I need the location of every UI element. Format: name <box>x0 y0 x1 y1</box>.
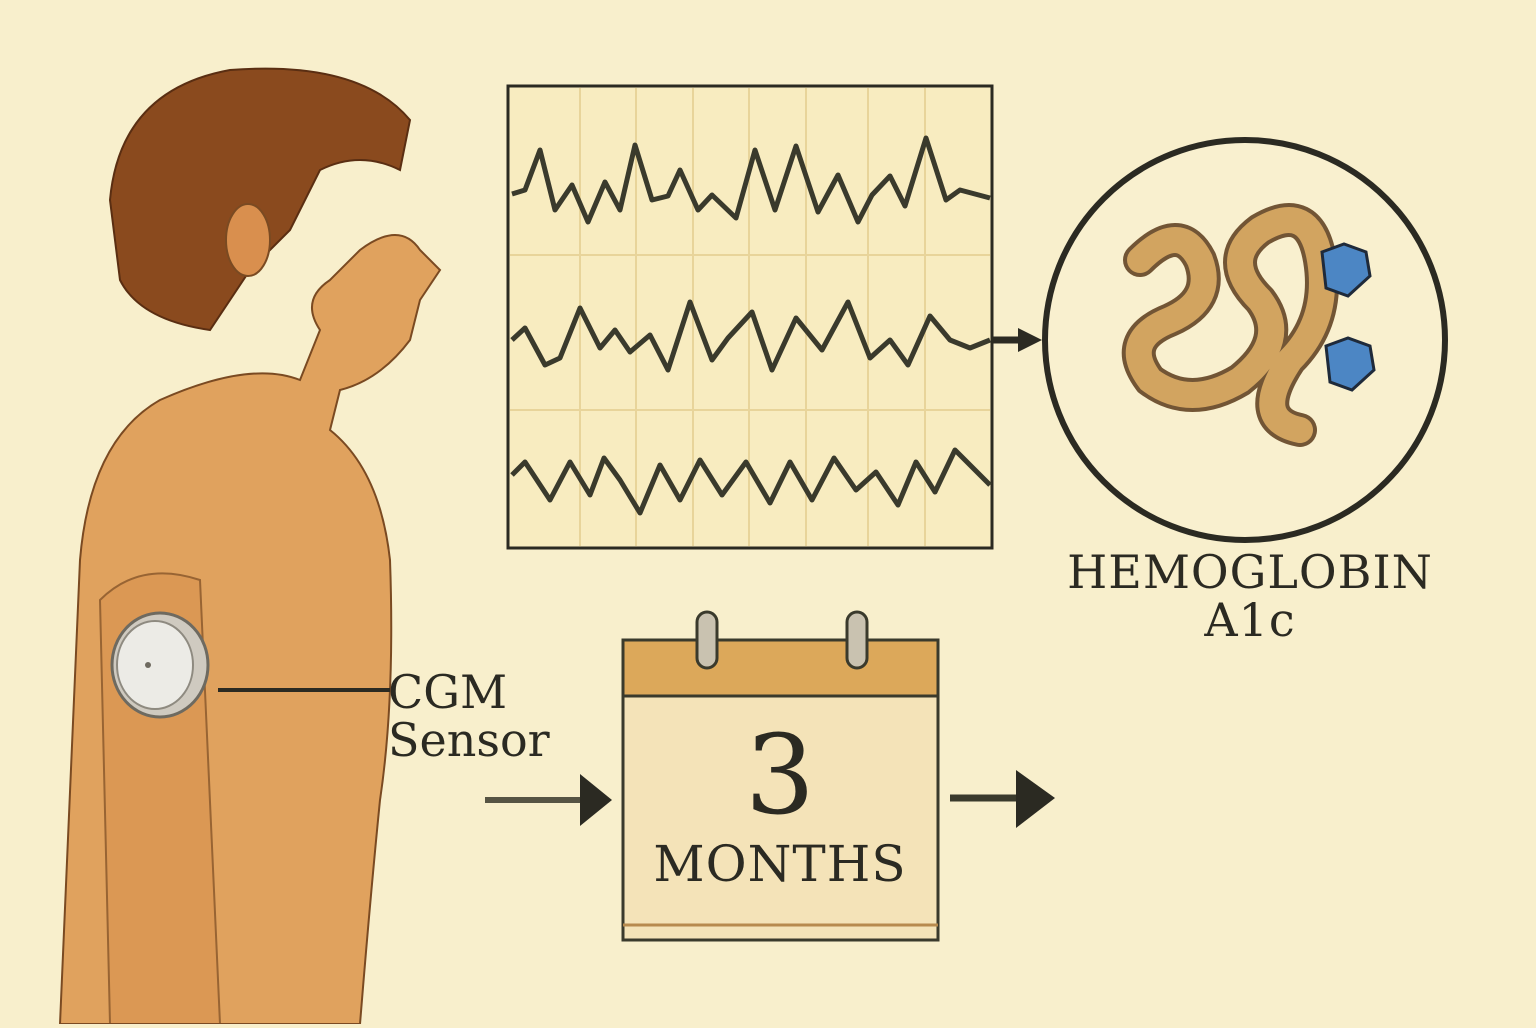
hemoglobin-label-line1: HEMOGLOBIN <box>1067 545 1433 599</box>
arrow-after-calendar <box>950 770 1055 828</box>
calendar-unit: MONTHS <box>653 835 907 893</box>
glucose-hexagon-icon <box>1324 336 1376 392</box>
glucose-hexagon-icon <box>1320 242 1372 298</box>
arrow-to-calendar <box>485 774 612 826</box>
hemoglobin-label: HEMOGLOBIN A1c <box>1040 548 1460 645</box>
cgm-label-line1: CGM <box>388 665 508 719</box>
calendar-number: 3 <box>745 711 815 839</box>
glucose-trace-graph <box>506 84 994 550</box>
arrow-to-protein <box>992 328 1042 352</box>
cgm-label-line2: Sensor <box>388 713 550 768</box>
cgm-sensor-device <box>110 611 210 719</box>
person-figure <box>58 67 442 1025</box>
hemoglobin-molecule <box>1042 137 1448 543</box>
cgm-sensor-label: CGM Sensor <box>388 668 550 765</box>
hemoglobin-label-line2: A1c <box>1204 593 1296 648</box>
calendar-icon <box>621 610 940 942</box>
